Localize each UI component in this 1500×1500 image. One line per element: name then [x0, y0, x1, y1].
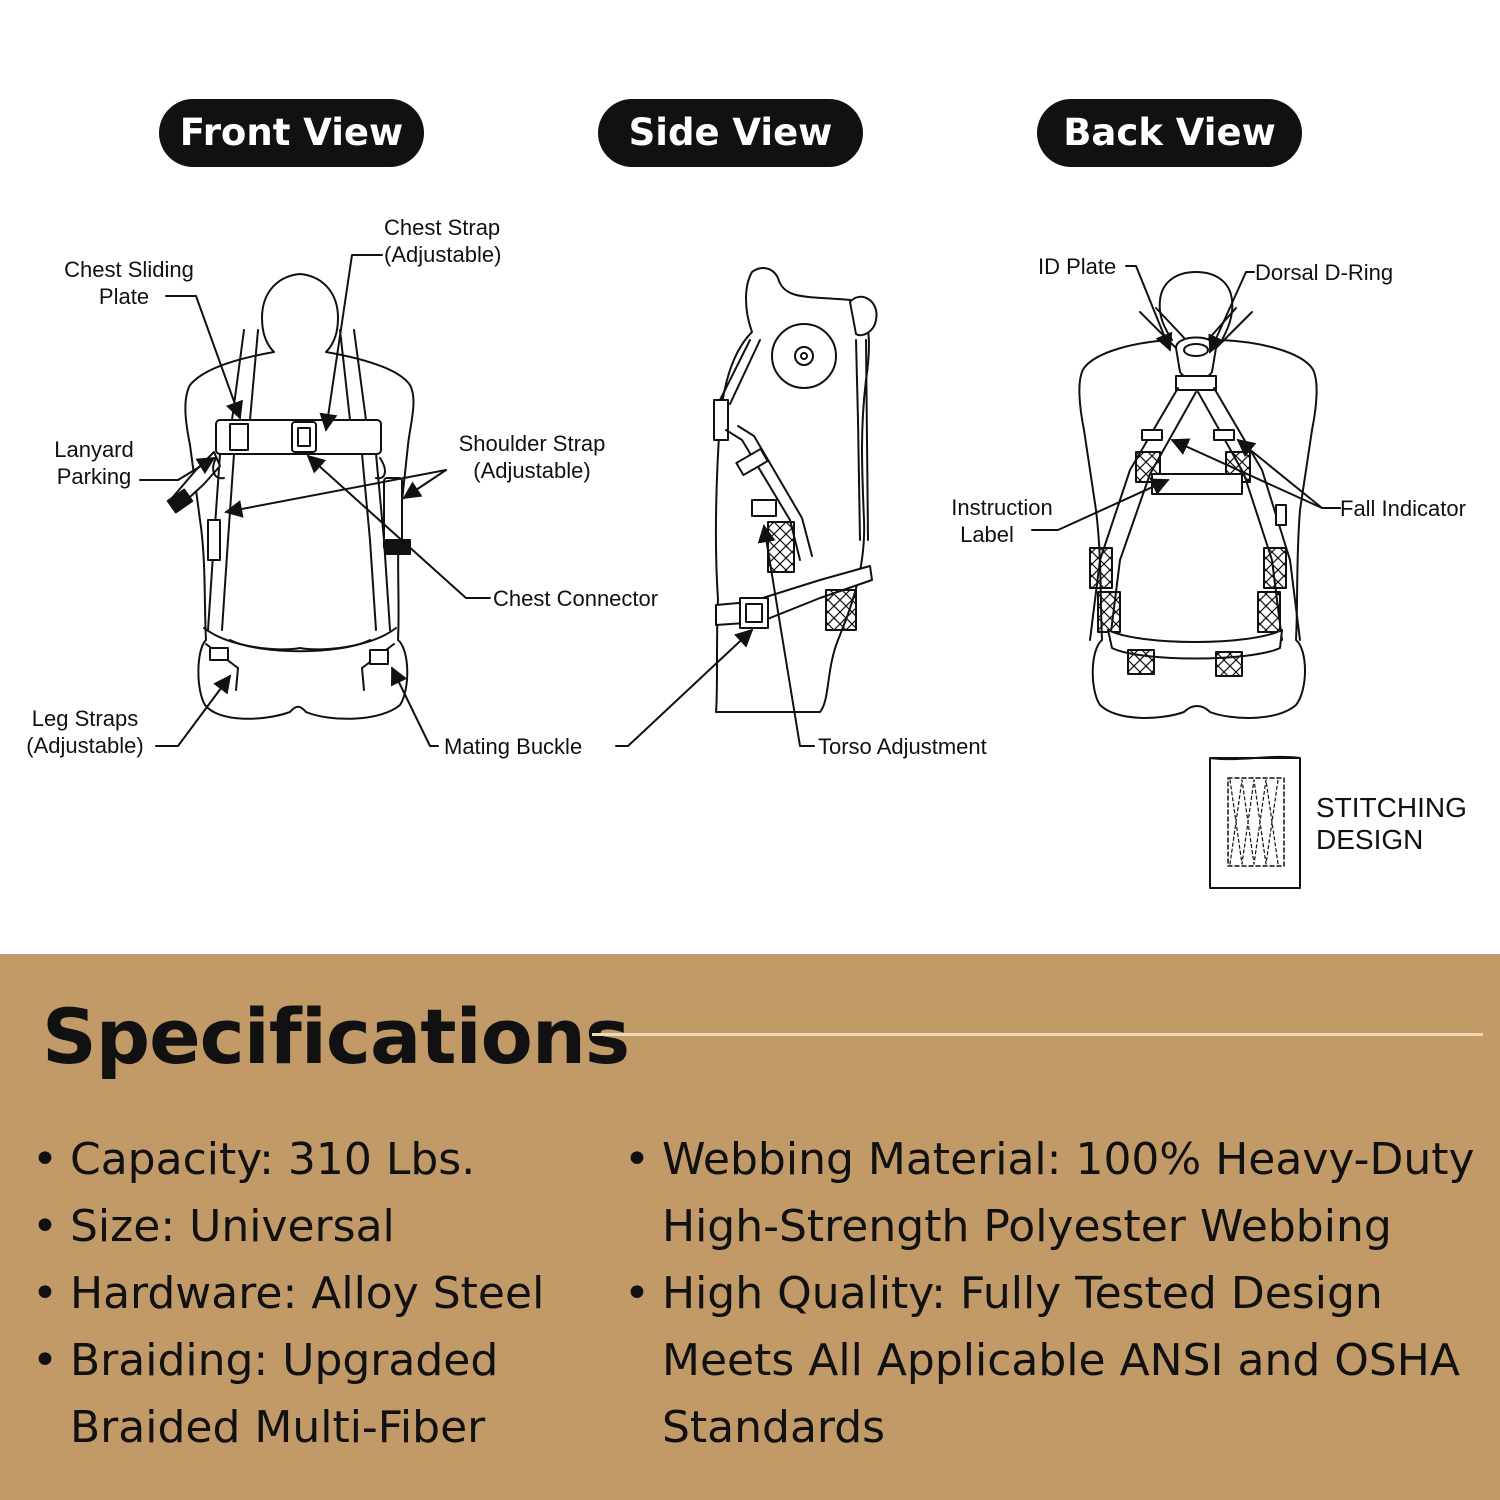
specifications-title: Specifications [42, 992, 630, 1081]
spec-item-webbing-material: Webbing Material: 100% Heavy-Duty High-S… [624, 1126, 1484, 1260]
label-line: Chest Strap [384, 215, 501, 240]
label-line: Plate [98, 284, 150, 309]
label-line: Parking [56, 464, 132, 489]
side-view-title: Side View [598, 99, 863, 167]
side-harness [713, 295, 878, 631]
back-view-title: Back View [1037, 99, 1302, 167]
spec-item-size: Size: Universal [32, 1193, 592, 1260]
spec-item-hardware: Hardware: Alloy Steel [32, 1260, 592, 1327]
caption-line: STITCHING [1316, 792, 1467, 823]
front-harness [166, 329, 411, 691]
label-shoulder-strap: Shoulder Strap (Adjustable) [451, 430, 613, 484]
side-leaders [615, 524, 815, 747]
label-chest-sliding-plate: Chest Sliding Plate [58, 256, 200, 310]
spec-list-left: Capacity: 310 Lbs. Size: Universal Hardw… [32, 1126, 592, 1461]
label-chest-connector: Chest Connector [493, 586, 659, 611]
spec-item-high-quality: High Quality: Fully Tested Design Meets … [624, 1260, 1484, 1461]
front-view-title: Front View [159, 99, 424, 167]
label-leg-straps: Leg Straps (Adjustable) [22, 705, 148, 759]
stitching-design-icon [1209, 755, 1301, 889]
label-line: Instruction [951, 495, 1053, 520]
stitching-design-caption: STITCHING DESIGN [1316, 792, 1467, 856]
label-lanyard-parking: Lanyard Parking [50, 436, 138, 490]
label-line: Shoulder Strap [458, 431, 606, 456]
front-leaders [139, 254, 491, 747]
label-torso-adjustment: Torso Adjustment [818, 734, 987, 759]
back-harness [1089, 307, 1301, 677]
label-line: Leg Straps [31, 706, 139, 731]
label-id-plate: ID Plate [1038, 254, 1117, 279]
label-line: (Adjustable) [26, 733, 144, 758]
label-chest-strap: Chest Strap (Adjustable) [384, 214, 501, 268]
back-leaders [1031, 265, 1341, 531]
label-fall-indicator: Fall Indicator [1340, 496, 1466, 521]
label-line: Chest Sliding [64, 257, 194, 282]
label-line: (Adjustable) [384, 242, 502, 267]
title-rule [592, 1033, 1483, 1036]
side-mannequin [714, 267, 870, 713]
spec-list-right: Webbing Material: 100% Heavy-Duty High-S… [624, 1126, 1484, 1461]
caption-line: DESIGN [1316, 824, 1424, 855]
label-line: Label [960, 522, 1014, 547]
specifications-panel: Specifications Capacity: 310 Lbs. Size: … [0, 954, 1500, 1500]
label-instruction-label: Instruction Label [946, 494, 1058, 548]
label-dorsal-d-ring: Dorsal D-Ring [1255, 260, 1394, 285]
label-mating-buckle: Mating Buckle [444, 734, 583, 759]
spec-item-capacity: Capacity: 310 Lbs. [32, 1126, 592, 1193]
harness-diagram [139, 254, 1341, 889]
spec-item-braiding: Braiding: Upgraded Braided Multi-Fiber [32, 1327, 592, 1461]
label-line: (Adjustable) [473, 458, 591, 483]
label-line: Lanyard [54, 437, 134, 462]
